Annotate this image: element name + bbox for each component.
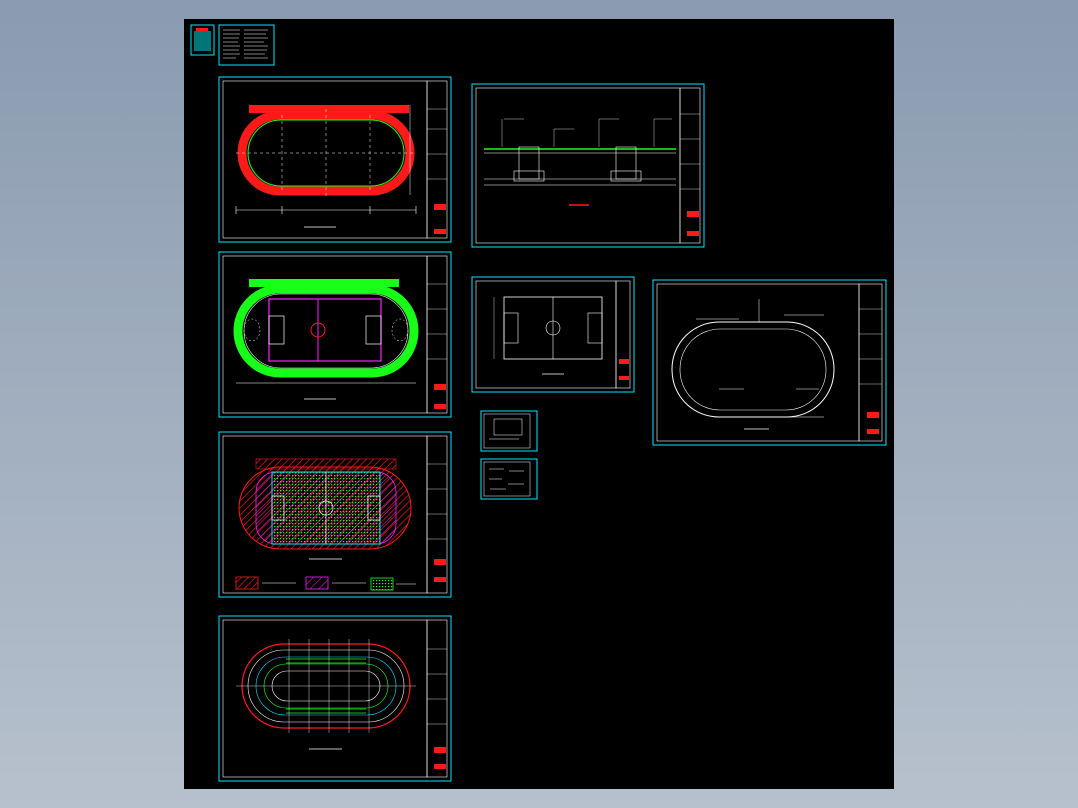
sheet-lane-marking-plan[interactable]	[218, 615, 452, 782]
sheet-small-detail-2[interactable]	[480, 458, 538, 500]
sheet-small-detail-1[interactable]	[480, 410, 538, 452]
cover-thumbnail[interactable]	[190, 24, 215, 56]
sheet-drainage-plan[interactable]	[652, 279, 887, 446]
cad-drawing-canvas[interactable]	[184, 19, 894, 789]
sheet-football-pitch[interactable]	[471, 276, 635, 393]
sheet-track-plan-red[interactable]	[218, 76, 452, 243]
sheet-paving-plan[interactable]	[218, 431, 452, 598]
sheet-field-plan-green[interactable]	[218, 251, 452, 418]
sheet-section-detail[interactable]	[471, 83, 705, 248]
drawing-index-table[interactable]	[218, 24, 275, 66]
paving-legend	[235, 576, 416, 591]
